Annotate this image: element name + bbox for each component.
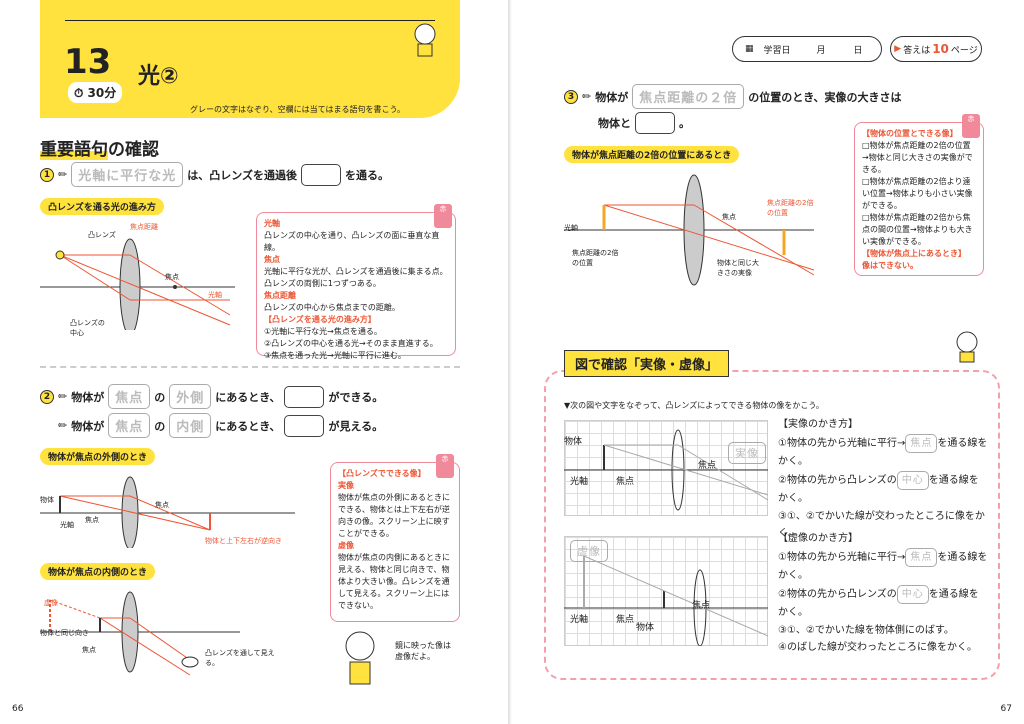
pencil-icon: ✏ (58, 419, 68, 432)
practice-section (544, 370, 1000, 680)
check-tag: 赤 (962, 114, 980, 138)
mascot-icon (956, 331, 978, 363)
grid-real[interactable] (564, 420, 768, 516)
instruction: グレーの文字はなぞり、空欄には当てはまる語句を書こう。 (190, 105, 406, 114)
grid-virtual[interactable] (564, 536, 768, 646)
trace-box: 光軸に平行な光 (71, 162, 184, 187)
note-line: ①光軸に平行な光→焦点を通る。 (264, 327, 382, 336)
note-box-2: 【凸レンズでできる像】実像物体が焦点の外側にあるときにできる、物体とは上下左右が… (330, 462, 460, 622)
study-date[interactable]: ▦学習日月日 (732, 36, 882, 62)
time-badge: ⏱ 30分 (68, 82, 123, 103)
diagram-label: 物体が焦点の内側のとき (40, 563, 156, 580)
note-line: 実像 (338, 481, 354, 490)
question-3-row-2: 物体と。 (598, 112, 690, 134)
answer-box[interactable] (284, 385, 325, 408)
page-number: 67 (1000, 704, 1012, 714)
pencil-icon: ✏ (582, 90, 592, 103)
check-tag: 赤 (436, 454, 454, 478)
note-line: 焦点 (264, 255, 280, 264)
note-line: 物体が焦点の内側にあるときに見える、物体と同じ向きで、物体より大きい像。凸レンズ… (338, 553, 450, 610)
note-line: 凸レンズの中心を通り、凸レンズの面に垂直な直線。 (264, 231, 440, 252)
page-number: 66 (12, 704, 24, 714)
diagram-label: 物体が焦点の外側のとき (40, 448, 156, 465)
pencil-icon: ✏ (58, 168, 68, 181)
note-line: □物体が焦点距離の2倍の位置→物体と同じ大きさの実像ができる。 (862, 141, 973, 174)
section-heading: 重要語句の確認 (40, 140, 159, 160)
mascot-icon (414, 23, 436, 57)
note-box-3: 【物体の位置とできる像】 □物体が焦点距離の2倍の位置→物体と同じ大きさの実像がで… (854, 122, 984, 276)
note-line: ③焦点を通った光→光軸に平行に進む。 (264, 351, 406, 360)
note-line: 凸レンズの中心から焦点までの距離。 (264, 303, 400, 312)
note-line: 【凸レンズでできる像】 (338, 469, 426, 478)
chapter-number: 13 (64, 42, 112, 82)
grid-virtual-lines (564, 555, 768, 646)
check-tag: 赤 (434, 204, 452, 228)
note-line: 光軸に平行な光が、凸レンズを通過後に集まる点。凸レンズの両側に1つずつある。 (264, 267, 448, 288)
note-line: 【物体の位置とできる像】 (862, 129, 958, 138)
lens-diagram-2 (40, 476, 295, 548)
note-line: 光軸 (264, 219, 280, 228)
diagram-label: 物体が焦点距離の2倍の位置にあるとき (564, 146, 740, 163)
note-line: 虚像 (338, 541, 354, 550)
note-line: 【凸レンズを通る光の進み方】 (264, 315, 376, 324)
speech-bubble: 鏡に映った像は虚像だよ。 (395, 641, 451, 661)
question-2-row-1: 2✏物体が 焦点の 外側にあるとき、 ができる。 (40, 384, 383, 409)
answer-box[interactable] (635, 112, 675, 134)
real-image-steps: 【実像のかき方】 ①物体の先から光軸に平行→焦点を通る線をかく。 ②物体の先から… (778, 419, 988, 539)
note-line: 焦点距離 (264, 291, 296, 300)
practice-heading: 図で確認「実像・虚像」 (564, 350, 730, 377)
lens-diagram-3 (40, 591, 240, 676)
practice-instruction: ▼次の図や文字をなぞって、凸レンズによってできる物体の像をかこう。 (564, 401, 824, 410)
question-3-row-1: 3✏物体が 焦点距離の２倍の位置のとき、実像の大きさは (564, 84, 901, 109)
lens-diagram-4 (564, 174, 815, 286)
answer-box[interactable] (301, 163, 342, 186)
note-line: □物体が焦点距離の2倍から焦点の間の位置→物体よりも大きい実像ができる。 (862, 213, 973, 246)
answer-box[interactable] (284, 414, 325, 437)
note-line: 像はできない。 (862, 261, 918, 270)
chapter-title: 光② (138, 64, 179, 89)
pencil-icon: ✏ (58, 390, 68, 403)
diagram-label: 凸レンズを通る光の進み方 (40, 198, 164, 215)
grid-real-lines (564, 429, 768, 511)
left-page: 13 ⏱ 30分 光② グレーの文字はなぞり、空欄には当てはまる語句を書こう。 … (12, 0, 460, 714)
note-line: ②凸レンズの中心を通る光→そのまま直進する。 (264, 339, 438, 348)
virtual-image-steps: 【虚像のかき方】 ①物体の先から光軸に平行→焦点を通る線をかく。 ②物体の先から… (778, 533, 988, 653)
note-box-1: 光軸凸レンズの中心を通り、凸レンズの面に垂直な直線。焦点光軸に平行な光が、凸レン… (256, 212, 456, 360)
mascot-icon (345, 631, 375, 685)
note-line: 物体が焦点の外側にあるときにできる、物体とは上下左右が逆向きの像。スクリーン上に… (338, 493, 450, 538)
note-line: 【物体が焦点上にあるとき】 (862, 249, 966, 258)
question-1: 1✏ 光軸に平行な光 は、凸レンズを通過後 を通る。 (40, 162, 389, 187)
divider (40, 366, 460, 368)
note-line: □物体が焦点距離の2倍より遠い位置→物体よりも小さい実像ができる。 (862, 177, 973, 210)
calendar-icon: ▦ (745, 44, 754, 54)
lens-diagram-1 (40, 238, 235, 330)
question-2-row-2: ✏物体が 焦点の 内側にあるとき、 が見える。 (58, 413, 383, 438)
